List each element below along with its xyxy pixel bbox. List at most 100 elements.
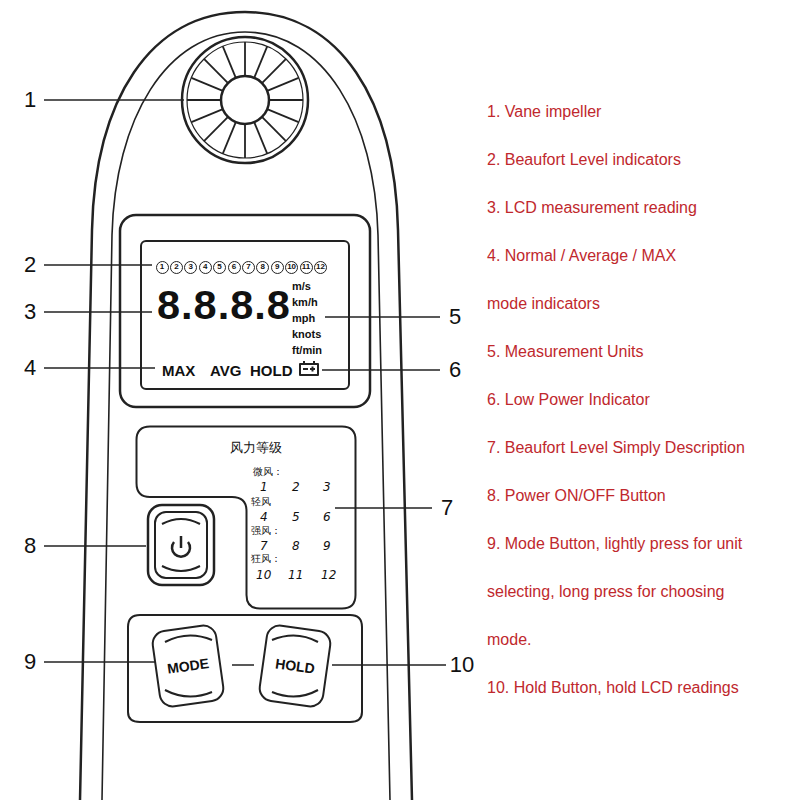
callout-number: 4 [22,357,38,379]
panel-text: 轻风 [251,497,271,507]
unit-indicator: ft/min [292,345,322,356]
impeller-blade [267,109,298,122]
power-button [155,512,207,578]
beaufort-number: 10 [287,263,296,271]
mode-indicator: MAX [162,363,195,378]
impeller-rim [182,37,308,163]
panel-text: 强风： [251,526,281,536]
panel-text: 11 [288,569,303,581]
power-icon [172,536,190,557]
button-bay [128,615,362,722]
panel-text: 1 [260,481,268,493]
callout-number: 3 [22,301,38,323]
unit-indicator: knots [292,329,321,340]
beaufort-number: 2 [174,263,178,271]
panel-border [137,427,356,609]
panel-text: 8 [292,540,300,552]
impeller-blade [223,46,236,77]
panel-text: 3 [323,481,331,493]
beaufort-indicator: 9 [271,261,284,274]
impeller-blade [223,122,236,153]
mode-indicator: AVG [210,363,241,378]
impeller-blade [204,59,228,83]
part-description: 5. Measurement Units [487,328,792,376]
callout-number: 8 [22,535,38,557]
impeller-blade [244,42,246,76]
callout-number: 10 [448,654,476,676]
part-description: 1. Vane impeller [487,88,792,136]
beaufort-number: 11 [302,263,310,271]
leader-line [44,99,184,101]
callout-number: 2 [22,254,38,276]
lcd-bezel [120,215,370,407]
part-description: 9. Mode Button, lightly press for unit s… [487,520,747,664]
battery-icon [300,361,318,375]
housing-inner-outline [102,32,390,800]
beaufort-indicator: 6 [228,261,241,274]
panel-text: 12 [321,569,336,581]
mode-indicator: HOLD [250,363,293,378]
panel-text: 5 [292,511,300,523]
hold-button-ridges [272,635,318,696]
unit-indicator: km/h [292,297,318,308]
leader-line [322,369,440,371]
leader-line [332,664,446,666]
beaufort-panel: 风力等级微风：123轻风456强风：789狂风：101112 [135,425,357,610]
beaufort-number: 8 [261,263,265,271]
panel-text: 10 [256,569,271,581]
panel-text: 微风： [253,467,283,477]
impeller-inner-rim [187,42,303,158]
impeller-blade [254,122,267,153]
impeller-blade [262,117,286,141]
leader-line [44,264,152,266]
beaufort-indicator: 1 [156,261,169,274]
leader-line [44,367,155,369]
impeller-blade [262,59,286,83]
callout-number: 6 [447,359,463,381]
beaufort-indicator: 12 [314,261,327,274]
beaufort-number: 1 [160,263,164,271]
beaufort-indicator: 10 [285,261,298,274]
beaufort-number: 6 [232,263,236,271]
beaufort-number: 9 [275,263,279,271]
callout-number: 9 [22,651,38,673]
lcd-screen: 1234567891011128.8.8.8m/skm/hmphknotsft/… [140,240,350,390]
lcd-digits: 8.8.8.8 [157,284,291,326]
beaufort-indicator: 3 [184,261,197,274]
beaufort-number: 7 [246,263,250,271]
panel-text: 6 [323,511,331,523]
push-button: MODE [150,623,226,709]
leader-line [44,661,155,663]
beaufort-indicator: 2 [170,261,183,274]
impeller-blade [204,117,228,141]
impeller-blade [187,99,221,101]
impeller-blade [267,78,298,91]
impeller-blade [269,99,303,101]
beaufort-indicator: 11 [300,261,313,274]
vane-impeller [182,37,308,163]
panel-text: 狂风： [251,554,281,564]
part-description: 7. Beaufort Level Simply Description [487,424,792,472]
impeller-hub [221,76,269,124]
callout-number: 5 [447,306,463,328]
leader-line [325,316,440,318]
beaufort-indicator: 8 [256,261,269,274]
callout-number: 7 [439,497,455,519]
panel-text: 2 [292,481,300,493]
callout-number: 1 [22,89,38,111]
impeller-blade [191,109,222,122]
beaufort-indicator: 4 [199,261,212,274]
leader-line [335,507,432,509]
part-description: 8. Power ON/OFF Button [487,472,792,520]
part-description: 4. Normal / Average / MAX mode indicator… [487,232,687,328]
unit-indicator: m/s [292,281,311,292]
impeller-blade [244,124,246,158]
mode-button-ridges [165,635,212,696]
housing-outline [80,12,412,800]
part-description: 10. Hold Button, hold LCD readings [487,664,792,712]
push-button: HOLD [257,623,333,709]
panel-text: 9 [323,540,331,552]
beaufort-number: 12 [316,263,325,271]
power-button-recess [148,505,214,585]
